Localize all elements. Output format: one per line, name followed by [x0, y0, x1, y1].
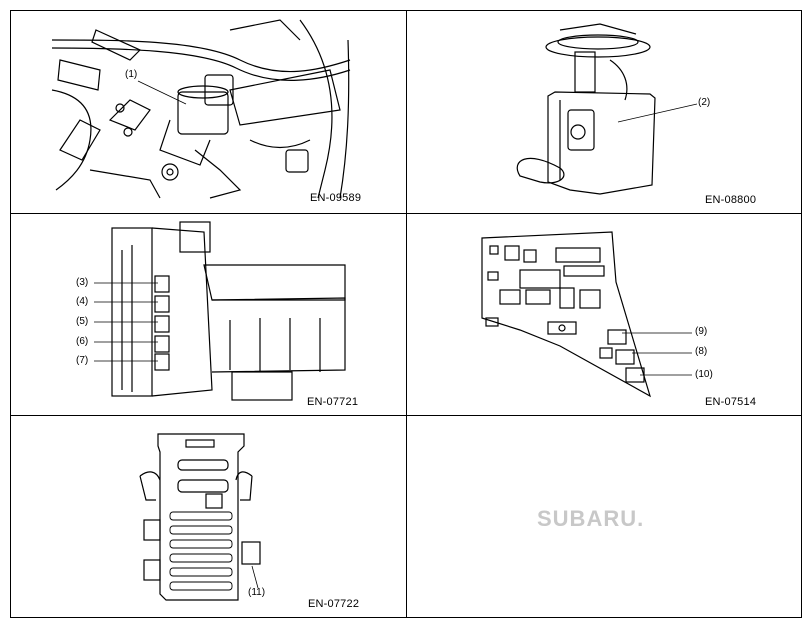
- figure-code-2: EN-08800: [705, 194, 757, 206]
- figure-grid: [10, 10, 802, 618]
- subaru-logo: SUBARU.: [537, 506, 645, 531]
- grid-divider-row-2: [11, 415, 801, 416]
- figure-code-1: EN-09589: [310, 192, 362, 204]
- callout-label-10: (10): [695, 369, 713, 380]
- callout-label-4: (4): [76, 296, 89, 307]
- grid-divider-row-1: [11, 213, 801, 214]
- grid-divider-vertical: [406, 11, 407, 617]
- callout-label-1: (1): [125, 69, 138, 80]
- callout-label-7: (7): [76, 355, 89, 366]
- callout-label-6: (6): [76, 336, 89, 347]
- figure-code-5: EN-07722: [308, 598, 360, 610]
- callout-label-9: (9): [695, 326, 708, 337]
- figure-code-3: EN-07721: [307, 396, 359, 408]
- figure-code-4: EN-07514: [705, 396, 757, 408]
- callout-label-8: (8): [695, 346, 708, 357]
- callout-label-3: (3): [76, 277, 89, 288]
- callout-label-11: (11): [248, 587, 266, 598]
- callout-label-2: (2): [698, 97, 711, 108]
- callout-label-5: (5): [76, 316, 89, 327]
